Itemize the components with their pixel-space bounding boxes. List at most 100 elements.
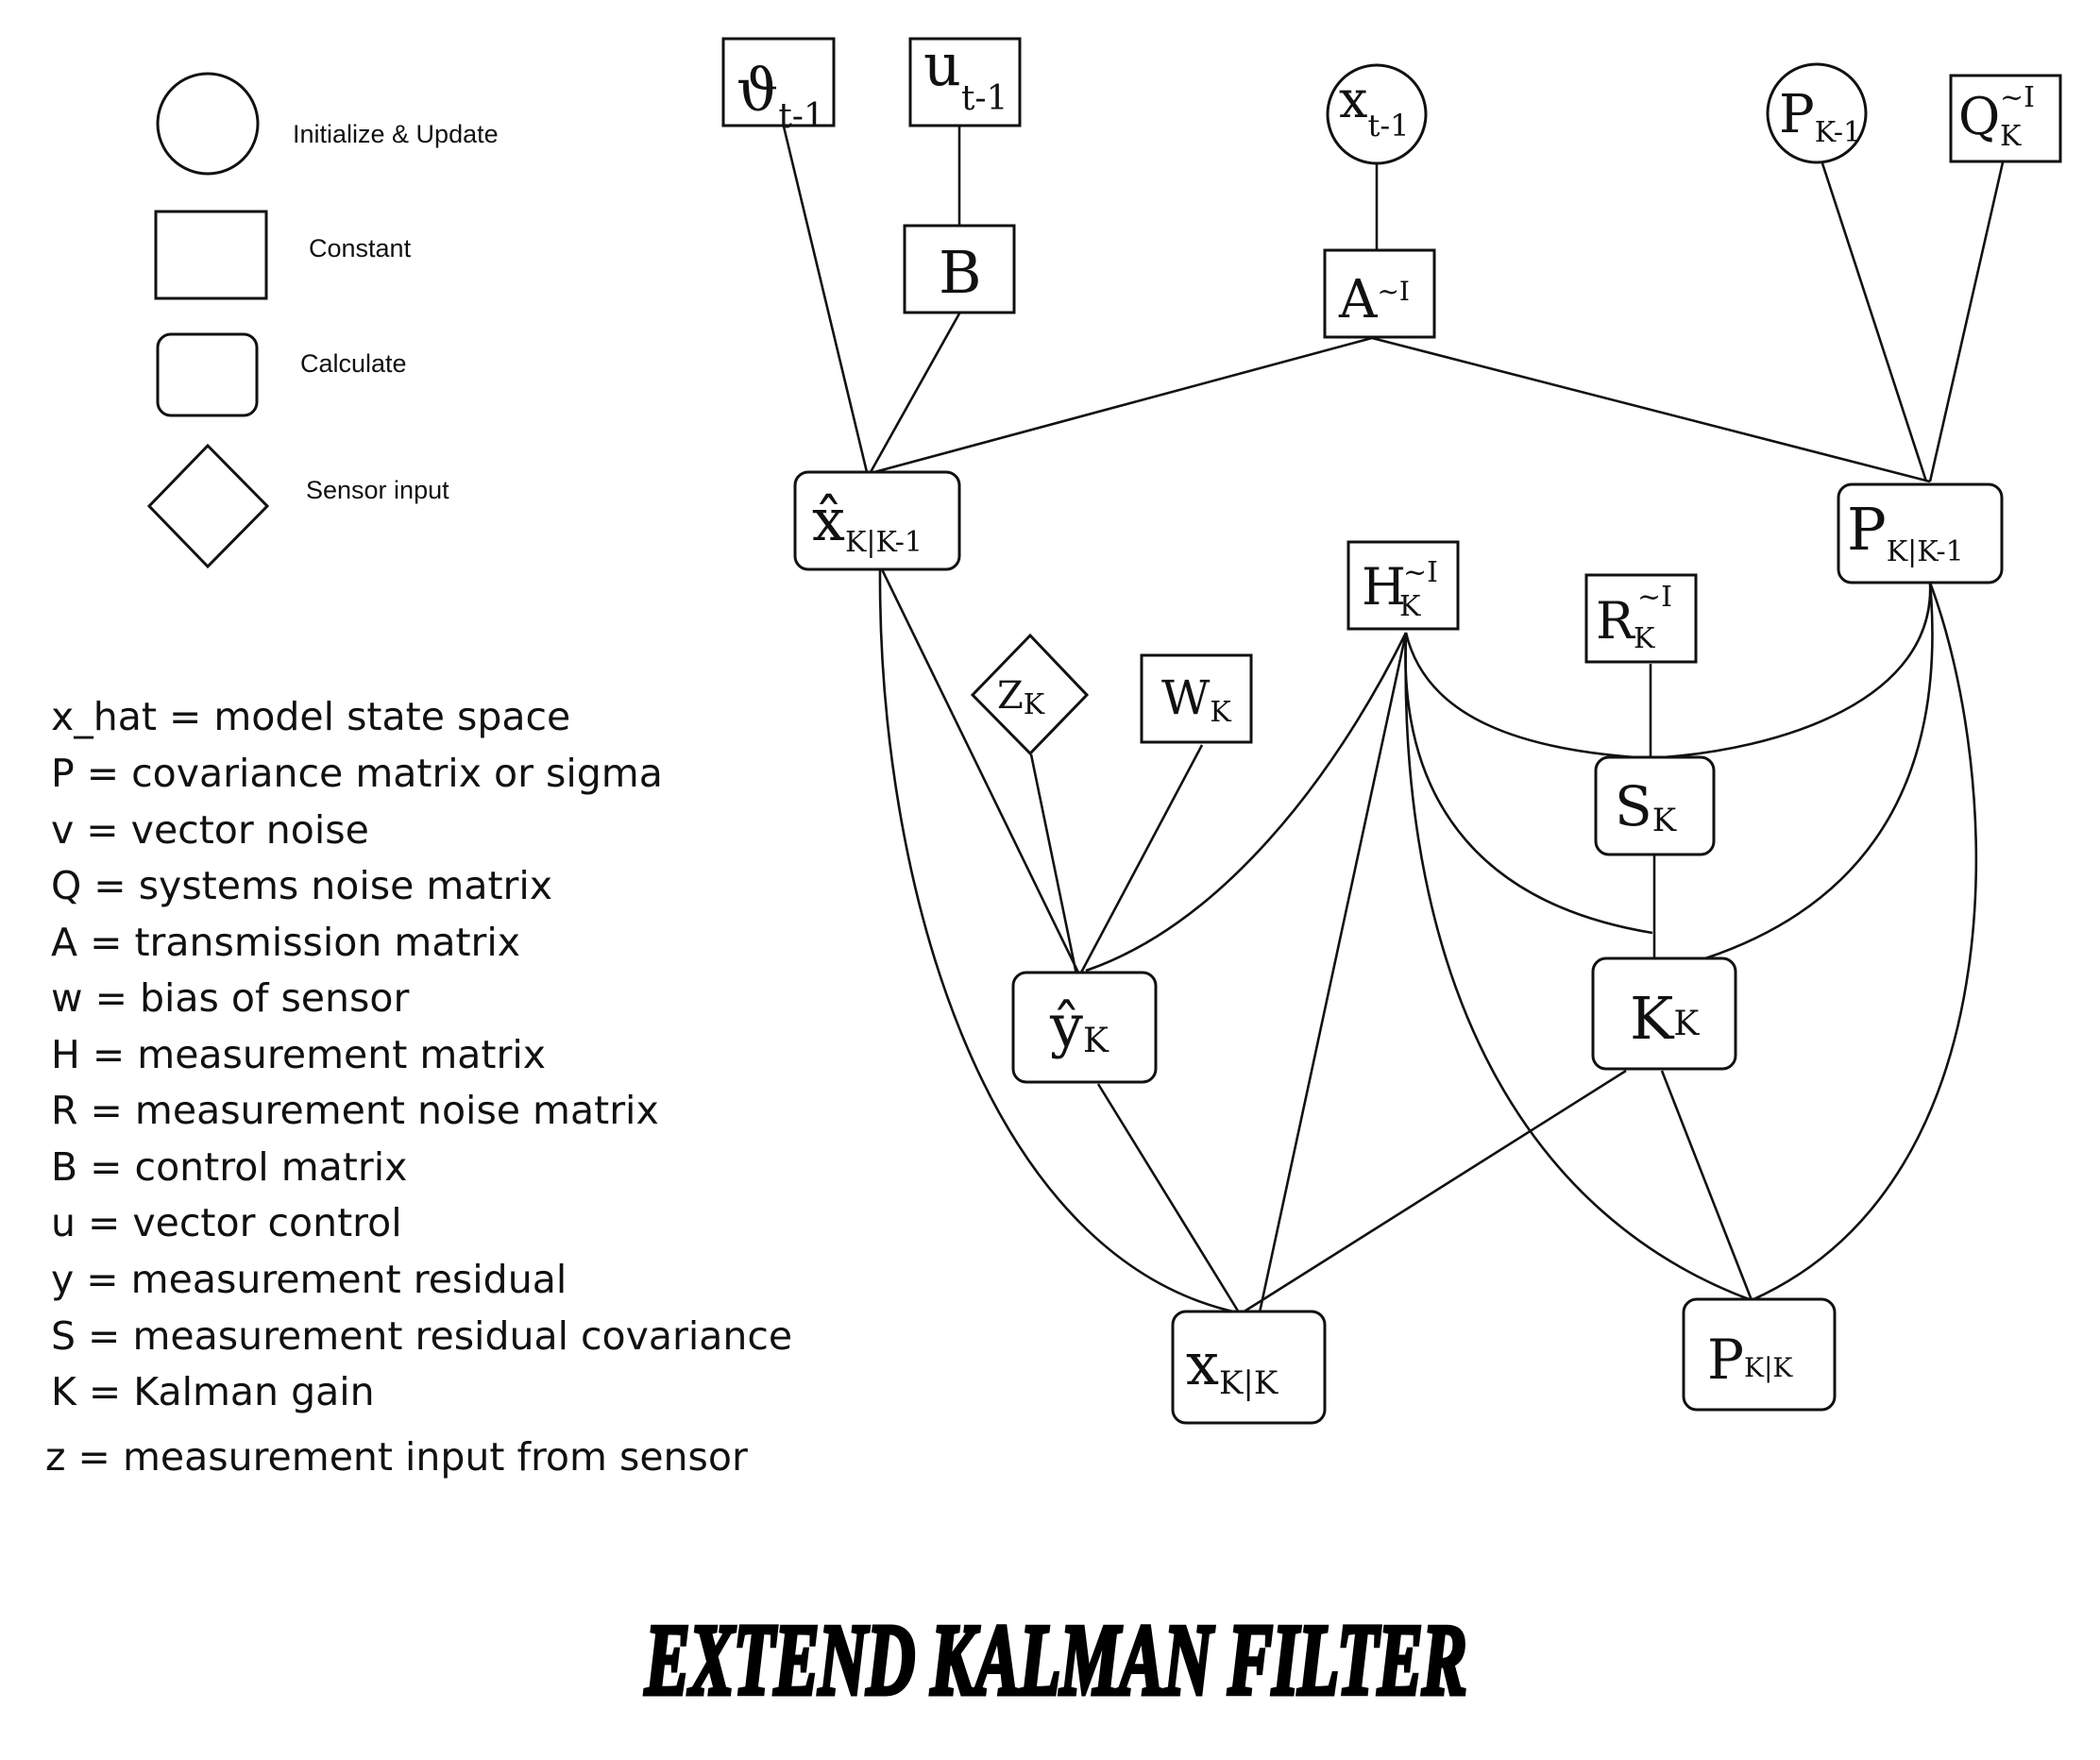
legend-label-sensor: Sensor input xyxy=(306,476,449,504)
edge-y-to-xupd xyxy=(1096,1083,1241,1313)
node-p-prev: PK-1 xyxy=(1766,62,1868,164)
node-sub: K xyxy=(2000,120,2022,153)
edge-a-to-xpred xyxy=(873,336,1373,474)
edge-z-to-y xyxy=(1029,753,1078,975)
node-k: KK xyxy=(1591,956,1737,1071)
edge-h-to-xupd xyxy=(1258,632,1408,1313)
node-z: ZK xyxy=(970,633,1090,756)
legend-circle-shape xyxy=(156,72,260,176)
node-x-upd: xK|K xyxy=(1171,1310,1327,1425)
node-main: Q xyxy=(1958,87,2000,146)
svg-text:B: B xyxy=(939,238,982,307)
definition-item: v = vector noise xyxy=(51,807,369,853)
node-sub: K xyxy=(1673,1005,1700,1043)
definition-item: B = control matrix xyxy=(51,1144,407,1190)
svg-text:xt-1: xt-1 xyxy=(1339,70,1410,144)
legend-label-calculate: Calculate xyxy=(300,349,407,378)
definition-item: P = covariance matrix or sigma xyxy=(51,751,663,796)
node-sup: ~I xyxy=(1637,581,1672,614)
node-w: WK xyxy=(1140,653,1253,744)
legend-diamond-shape xyxy=(146,443,270,569)
node-x-prev: xt-1 xyxy=(1326,63,1428,165)
edge-h-to-pupd xyxy=(1404,632,1753,1302)
svg-text:xK|K: xK|K xyxy=(1186,1329,1279,1402)
node-main: H xyxy=(1362,557,1406,617)
edge-a-to-ppred xyxy=(1371,336,1931,483)
definition-item: H = measurement matrix xyxy=(51,1032,546,1077)
node-r: R ~I K xyxy=(1584,573,1698,664)
definition-item: Q = systems noise matrix xyxy=(51,863,552,908)
node-sub: t-1 xyxy=(961,79,1008,118)
node-sub: K xyxy=(1652,802,1677,839)
node-main: P xyxy=(1779,84,1815,145)
node-sub: K xyxy=(1024,688,1045,721)
node-main: ϑ xyxy=(737,56,778,125)
edge-pprev-to-ppred xyxy=(1821,162,1928,482)
svg-text:ut-1: ut-1 xyxy=(923,30,1008,118)
definition-item: y = measurement residual xyxy=(51,1257,567,1302)
node-sub: t-1 xyxy=(778,97,825,136)
node-sub: t-1 xyxy=(1367,108,1409,144)
definition-item: w = bias of sensor xyxy=(51,975,409,1021)
definitions-list: x_hat = model state space P = covariance… xyxy=(45,694,792,1480)
node-h: H ~I K xyxy=(1346,540,1460,631)
node-main: K xyxy=(1630,984,1675,1053)
svg-text:R: R xyxy=(1596,591,1635,651)
node-sub: K xyxy=(1083,1022,1109,1060)
definition-item: A = transmission matrix xyxy=(51,920,520,965)
svg-text:PK|K: PK|K xyxy=(1707,1328,1793,1392)
svg-text:ŷK: ŷK xyxy=(1049,991,1109,1060)
svg-text:A~I: A~I xyxy=(1338,269,1410,330)
definition-item: S = measurement residual covariance xyxy=(51,1313,792,1359)
node-main: R xyxy=(1596,591,1635,651)
node-sub: K|K-1 xyxy=(845,526,923,559)
edge-k-to-pupd xyxy=(1660,1070,1753,1301)
edge-w-to-y xyxy=(1079,744,1204,973)
node-main: Z xyxy=(997,674,1024,718)
node-q: Q ~I K xyxy=(1949,74,2062,163)
svg-text:x̂K|K-1: x̂K|K-1 xyxy=(812,485,923,559)
node-sub: K xyxy=(1399,590,1421,623)
definition-item: R = measurement noise matrix xyxy=(51,1088,659,1133)
nodes: ϑt-1 ut-1 xt-1 PK-1 Q ~I K B A~I xyxy=(721,30,2062,1425)
node-s: SK xyxy=(1594,755,1716,856)
node-main: x̂ xyxy=(812,485,845,554)
edge-v-to-xpred xyxy=(782,126,869,473)
node-main: u xyxy=(923,30,961,99)
node-v-prev: ϑt-1 xyxy=(721,37,836,136)
edge-xpred-to-y xyxy=(880,568,1081,975)
node-sup: ~I xyxy=(1403,556,1438,589)
svg-text:H: H xyxy=(1362,557,1406,617)
legend: Initialize & Update Constant Calculate S… xyxy=(146,72,499,569)
node-main: B xyxy=(939,238,982,307)
node-main: P xyxy=(1707,1328,1744,1392)
svg-text:KK: KK xyxy=(1630,984,1700,1053)
edge-h-to-k xyxy=(1404,632,1653,935)
edges xyxy=(782,126,2005,1314)
node-main: x xyxy=(1339,70,1367,129)
node-sub: K|K xyxy=(1219,1364,1279,1402)
node-main: x xyxy=(1186,1329,1219,1398)
node-a: A~I xyxy=(1323,248,1436,339)
svg-text:ϑt-1: ϑt-1 xyxy=(737,56,825,136)
node-main: A xyxy=(1338,269,1378,330)
definition-item: K = Kalman gain xyxy=(51,1369,375,1414)
edge-xpred-to-xupd xyxy=(878,568,1238,1314)
node-sub: K|K-1 xyxy=(1887,535,1964,568)
definition-item: z = measurement input from sensor xyxy=(45,1434,748,1480)
edge-q-to-ppred xyxy=(1928,161,2005,482)
definition-item: x_hat = model state space xyxy=(51,694,570,739)
legend-rounded-shape xyxy=(156,332,259,417)
node-main: S xyxy=(1615,774,1652,838)
node-u-prev: ut-1 xyxy=(908,30,1022,127)
edge-ppred-to-s xyxy=(1649,582,1932,760)
node-p-pred: PK|K-1 xyxy=(1837,482,2004,584)
node-sub: K xyxy=(1634,622,1655,655)
svg-text:PK-1: PK-1 xyxy=(1779,84,1861,149)
legend-square-shape xyxy=(154,210,268,300)
node-main: W xyxy=(1161,670,1211,725)
node-sup: ~I xyxy=(2000,81,2035,114)
legend-label-initialize: Initialize & Update xyxy=(293,120,499,148)
node-sub: K-1 xyxy=(1815,116,1861,149)
node-x-pred: x̂K|K-1 xyxy=(793,470,961,571)
